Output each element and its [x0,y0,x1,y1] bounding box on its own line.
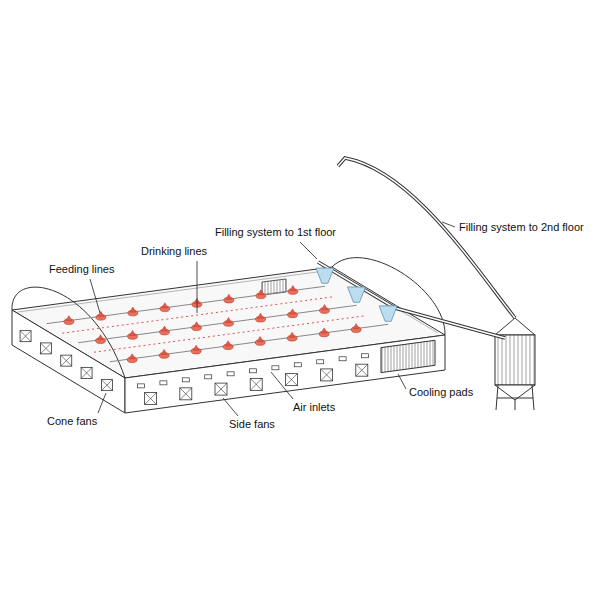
side-fan [250,378,262,390]
feed-hopper [316,268,334,283]
side-fan [145,393,157,405]
part-label: Side fans [228,418,276,431]
feeder-pan [321,328,327,333]
feeder-pan [258,290,264,295]
air-inlet [294,363,301,367]
feeder-pan [322,305,328,310]
part-label: Drinking lines [140,245,208,258]
cone-fan [81,367,92,378]
air-inlet [160,381,167,385]
feeding-line [110,324,388,361]
part-label: Air inlets [292,401,336,414]
air-inlet [272,366,279,370]
cone-fan [101,380,112,391]
side-fan [215,383,227,395]
side-fan [250,378,262,390]
feeder-pan [98,335,104,340]
cone-fan [20,331,31,342]
filling-pipe [318,262,505,338]
feeder-pan [130,307,136,312]
feeder-pan [130,330,136,335]
feeding-line [78,305,356,342]
air-inlet [138,384,145,388]
feed-hopper [379,306,397,321]
cone-fan [20,331,31,342]
feeder-pan [98,311,104,316]
feeder-pan [289,332,295,337]
feeder-pan [258,313,264,318]
side-fan [180,388,192,400]
side-fan [285,374,297,386]
feeder-pan [162,326,168,331]
part-label: Filling system to 2nd floor [458,221,585,234]
inner-rim [18,270,438,333]
feeder-pan [194,322,200,327]
part-label: Feeding lines [48,263,115,276]
feeding-line [46,286,324,323]
air-inlet [339,357,346,361]
feed-hopper [348,287,366,302]
part-label: Filling system to 1st floor [214,226,337,239]
silo-body [495,335,535,385]
side-fan [145,393,157,405]
filling-pipe [318,262,505,338]
air-inlet [227,372,234,376]
side-fan [321,369,333,381]
feeder-pan [225,341,231,346]
silo-hopper [495,385,535,400]
air-inlet [317,360,324,364]
feeder-pan [162,303,168,308]
feeder-pan [226,294,232,299]
feeder-pan [129,354,135,359]
feeder-pan [161,349,167,354]
side-fan [180,388,192,400]
feeder-pan [290,286,296,291]
air-inlet [205,375,212,379]
cooling-pad [381,340,435,372]
side-fan [321,369,333,381]
air-inlet [182,378,189,382]
feeder-pan [257,337,263,342]
feeder-pan [290,309,296,314]
side-fan [356,364,368,376]
cone-fan [40,343,51,354]
drinking-line [94,316,366,353]
leader-lines [90,222,455,416]
cone-fan [101,380,112,391]
feeder-pan [226,318,232,323]
roof-arch [332,258,445,335]
side-fan [356,364,368,376]
cone-fan [61,355,72,366]
part-label: Cooling pads [408,386,474,399]
side-wall [125,335,445,413]
filling-pipe [338,158,515,318]
side-fan [215,383,227,395]
silo-roof [495,318,535,335]
cone-fan [40,343,51,354]
silo-legs [496,385,534,410]
air-inlet [362,354,369,358]
side-fan [285,374,297,386]
drinking-line [62,297,334,334]
air-inlet [250,369,257,373]
part-label: Cone fans [46,415,98,428]
feeder-pan [66,316,72,321]
cone-fan [61,355,72,366]
cone-fan [81,367,92,378]
end-wall [12,310,125,413]
feeder-pan [353,324,359,329]
filling-pipe [338,158,515,318]
feeder-pan [193,345,199,350]
